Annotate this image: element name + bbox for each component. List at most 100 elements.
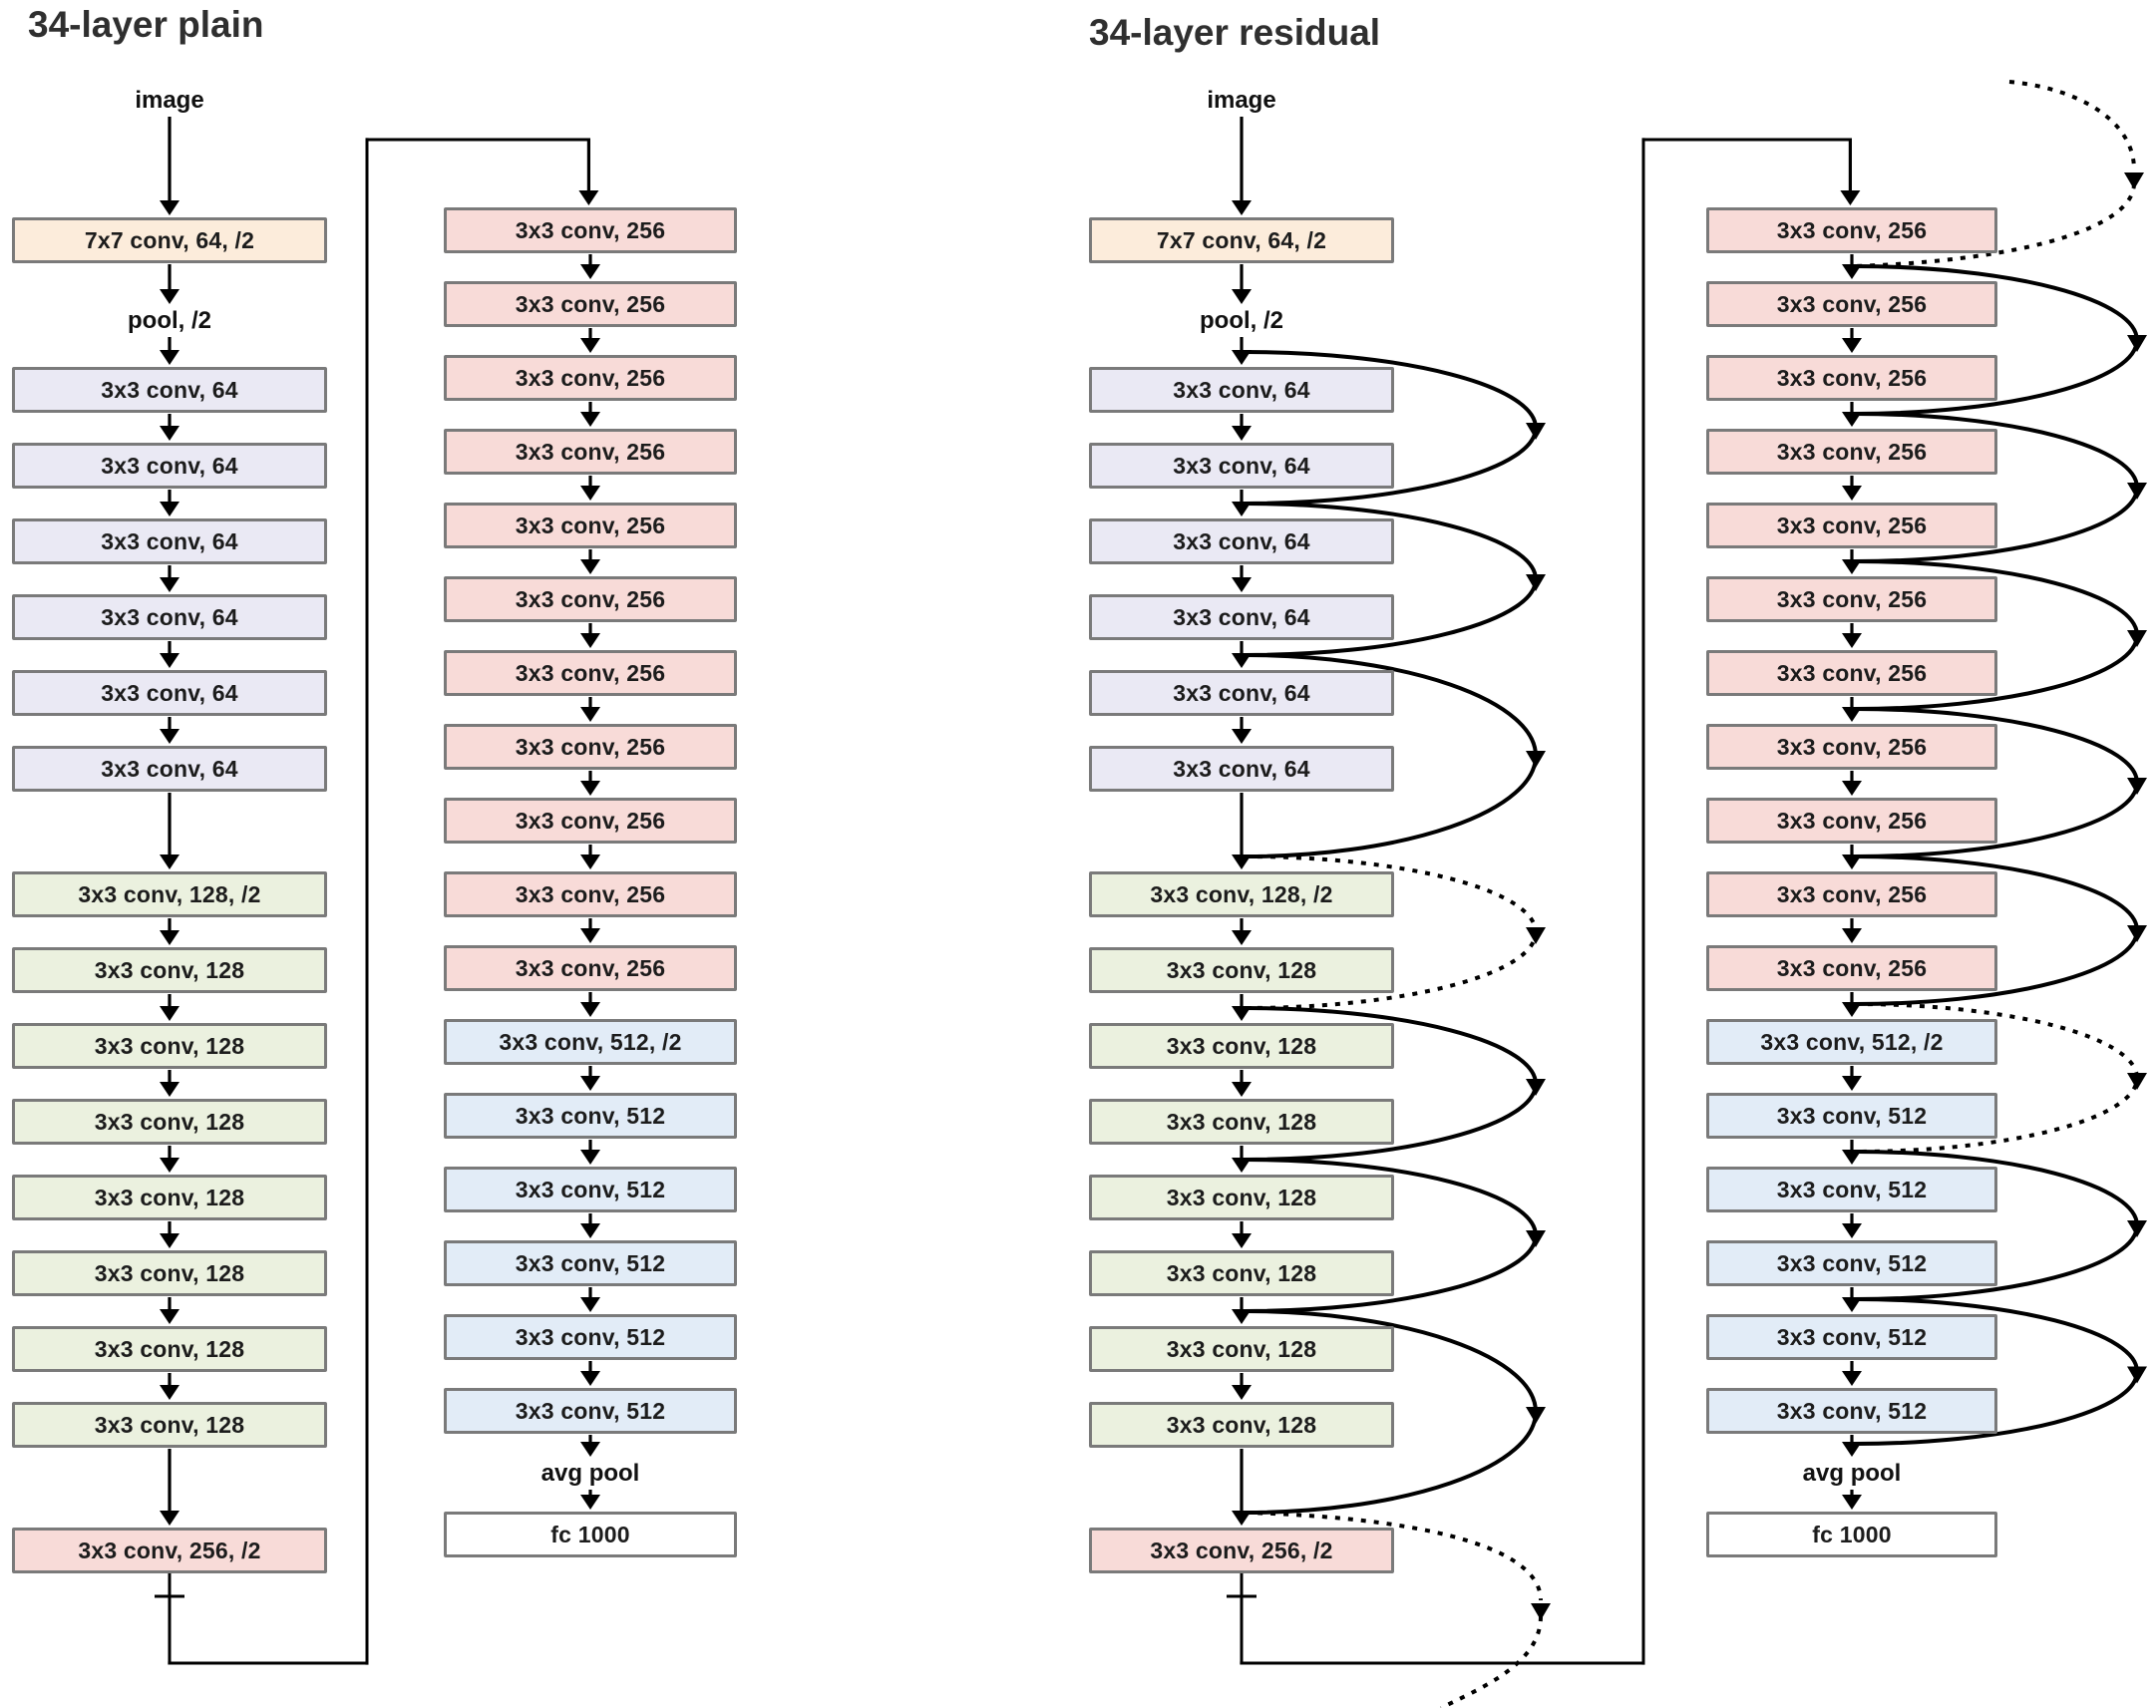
shortcut-arrowhead bbox=[2127, 335, 2147, 352]
layer-box-3x3-conv-64: 3x3 conv, 64 bbox=[1089, 746, 1394, 792]
layer-box-3x3-conv-512: 3x3 conv, 512 bbox=[1706, 1240, 1997, 1286]
arrowhead bbox=[1232, 426, 1252, 441]
arrowhead bbox=[580, 1297, 600, 1312]
layer-box-3x3-conv-64: 3x3 conv, 64 bbox=[12, 594, 327, 640]
arrowhead bbox=[580, 559, 600, 574]
arrowhead bbox=[160, 729, 180, 744]
arrowhead bbox=[580, 1223, 600, 1238]
layer-box-3x3-conv-64: 3x3 conv, 64 bbox=[1089, 594, 1394, 640]
layer-box-3x3-conv-128: 3x3 conv, 128 bbox=[12, 1023, 327, 1069]
layer-box-3x3-conv-512: 3x3 conv, 512 bbox=[444, 1388, 737, 1434]
layer-box-3x3-conv-512: 3x3 conv, 512 bbox=[444, 1093, 737, 1139]
layer-box-7x7-conv-64-2: 7x7 conv, 64, /2 bbox=[12, 217, 327, 263]
shortcut-arc-dashed bbox=[1854, 1002, 2139, 1154]
arrowhead bbox=[580, 707, 600, 722]
arrowhead bbox=[580, 854, 600, 869]
shortcut-arrowhead bbox=[1526, 574, 1546, 591]
layer-box-3x3-conv-256-2: 3x3 conv, 256, /2 bbox=[12, 1528, 327, 1573]
layer-box-3x3-conv-128: 3x3 conv, 128 bbox=[12, 1402, 327, 1448]
arrowhead bbox=[1840, 190, 1861, 205]
arrowhead bbox=[578, 190, 599, 205]
arrowhead bbox=[580, 633, 600, 648]
layer-box-3x3-conv-512-2: 3x3 conv, 512, /2 bbox=[444, 1019, 737, 1065]
layer-box-3x3-conv-128-2: 3x3 conv, 128, /2 bbox=[12, 871, 327, 917]
arrowhead bbox=[580, 928, 600, 943]
arrowhead bbox=[1232, 577, 1252, 592]
arrowhead bbox=[580, 1495, 600, 1510]
arrowhead bbox=[1842, 781, 1862, 796]
layer-box-3x3-conv-64: 3x3 conv, 64 bbox=[12, 670, 327, 716]
shortcut-arrowhead bbox=[2127, 1220, 2147, 1237]
arrowhead bbox=[160, 1385, 180, 1400]
layer-box-3x3-conv-256: 3x3 conv, 256 bbox=[444, 945, 737, 991]
shortcut-arrowhead bbox=[1526, 423, 1546, 440]
layer-box-3x3-conv-256: 3x3 conv, 256 bbox=[444, 650, 737, 696]
layer-box-3x3-conv-64: 3x3 conv, 64 bbox=[12, 518, 327, 564]
arrowhead bbox=[1232, 200, 1252, 215]
layer-box-3x3-conv-256: 3x3 conv, 256 bbox=[1706, 871, 1997, 917]
layer-box-3x3-conv-64: 3x3 conv, 64 bbox=[12, 367, 327, 413]
shortcut-arrowhead bbox=[2127, 925, 2147, 942]
arrowhead bbox=[1842, 928, 1862, 943]
arrowhead bbox=[1232, 1082, 1252, 1097]
shortcut-arrowhead bbox=[2127, 483, 2147, 500]
diagram-title-plain: 34-layer plain bbox=[28, 4, 264, 45]
arrowhead bbox=[1232, 729, 1252, 744]
flow-label-avg-pool: avg pool bbox=[540, 1460, 640, 1487]
layer-box-3x3-conv-64: 3x3 conv, 64 bbox=[12, 443, 327, 489]
shortcut-arc-dashed bbox=[1244, 1511, 1543, 1601]
shortcut-arrowhead bbox=[1526, 1230, 1546, 1247]
layer-box-3x3-conv-128: 3x3 conv, 128 bbox=[1089, 1402, 1394, 1448]
layer-box-3x3-conv-128: 3x3 conv, 128 bbox=[12, 1250, 327, 1296]
layer-box-3x3-conv-256: 3x3 conv, 256 bbox=[1706, 355, 1997, 401]
arrowhead bbox=[580, 781, 600, 796]
layer-box-3x3-conv-512: 3x3 conv, 512 bbox=[1706, 1093, 1997, 1139]
arrowhead bbox=[160, 502, 180, 516]
layer-box-3x3-conv-128: 3x3 conv, 128 bbox=[1089, 1099, 1394, 1145]
layer-box-3x3-conv-256: 3x3 conv, 256 bbox=[444, 503, 737, 548]
layer-box-3x3-conv-256: 3x3 conv, 256 bbox=[444, 281, 737, 327]
layer-box-3x3-conv-256: 3x3 conv, 256 bbox=[444, 724, 737, 770]
layer-box-3x3-conv-256: 3x3 conv, 256 bbox=[1706, 798, 1997, 844]
flow-label-pool-2: pool, /2 bbox=[1200, 307, 1283, 334]
layer-box-3x3-conv-128: 3x3 conv, 128 bbox=[1089, 1023, 1394, 1069]
shortcut-arrowhead bbox=[2127, 630, 2147, 647]
arrowhead bbox=[1842, 1223, 1862, 1238]
arrowhead bbox=[1842, 486, 1862, 501]
layer-box-3x3-conv-128-2: 3x3 conv, 128, /2 bbox=[1089, 871, 1394, 917]
layer-box-3x3-conv-128: 3x3 conv, 128 bbox=[12, 1099, 327, 1145]
layer-box-3x3-conv-128: 3x3 conv, 128 bbox=[1089, 1175, 1394, 1220]
shortcut-arc-dashed bbox=[2008, 80, 2136, 171]
shortcut-arrowhead bbox=[1526, 1407, 1546, 1424]
shortcut-arrowhead bbox=[1531, 1603, 1551, 1620]
layer-box-3x3-conv-128: 3x3 conv, 128 bbox=[1089, 1250, 1394, 1296]
layer-box-3x3-conv-512: 3x3 conv, 512 bbox=[1706, 1388, 1997, 1434]
diagram-title-residual: 34-layer residual bbox=[1089, 12, 1381, 53]
arrowhead bbox=[160, 1082, 180, 1097]
layer-box-7x7-conv-64-2: 7x7 conv, 64, /2 bbox=[1089, 217, 1394, 263]
shortcut-arrowhead bbox=[2124, 172, 2144, 189]
layer-box-3x3-conv-256-2: 3x3 conv, 256, /2 bbox=[1089, 1528, 1394, 1573]
shortcut-arrowhead bbox=[2127, 778, 2147, 795]
shortcut-arrowhead bbox=[2127, 1366, 2147, 1384]
arrowhead bbox=[580, 264, 600, 279]
layer-box-3x3-conv-256: 3x3 conv, 256 bbox=[1706, 945, 1997, 991]
layer-box-3x3-conv-256: 3x3 conv, 256 bbox=[1706, 429, 1997, 475]
layer-box-3x3-conv-512: 3x3 conv, 512 bbox=[444, 1314, 737, 1360]
layer-box-3x3-conv-256: 3x3 conv, 256 bbox=[444, 355, 737, 401]
layer-box-3x3-conv-128: 3x3 conv, 128 bbox=[1089, 947, 1394, 993]
layer-box-3x3-conv-256: 3x3 conv, 256 bbox=[1706, 207, 1997, 253]
layer-box-3x3-conv-128: 3x3 conv, 128 bbox=[12, 1326, 327, 1372]
layer-box-3x3-conv-256: 3x3 conv, 256 bbox=[444, 207, 737, 253]
flow-label-image: image bbox=[135, 87, 204, 114]
shortcut-arrowhead bbox=[1526, 751, 1546, 768]
layer-box-3x3-conv-256: 3x3 conv, 256 bbox=[444, 798, 737, 844]
arrowhead bbox=[580, 1442, 600, 1457]
layer-box-3x3-conv-256: 3x3 conv, 256 bbox=[1706, 650, 1997, 696]
layer-box-3x3-conv-512-2: 3x3 conv, 512, /2 bbox=[1706, 1019, 1997, 1065]
flow-label-pool-2: pool, /2 bbox=[128, 307, 211, 334]
layer-box-3x3-conv-64: 3x3 conv, 64 bbox=[1089, 518, 1394, 564]
arrowhead bbox=[160, 200, 180, 215]
